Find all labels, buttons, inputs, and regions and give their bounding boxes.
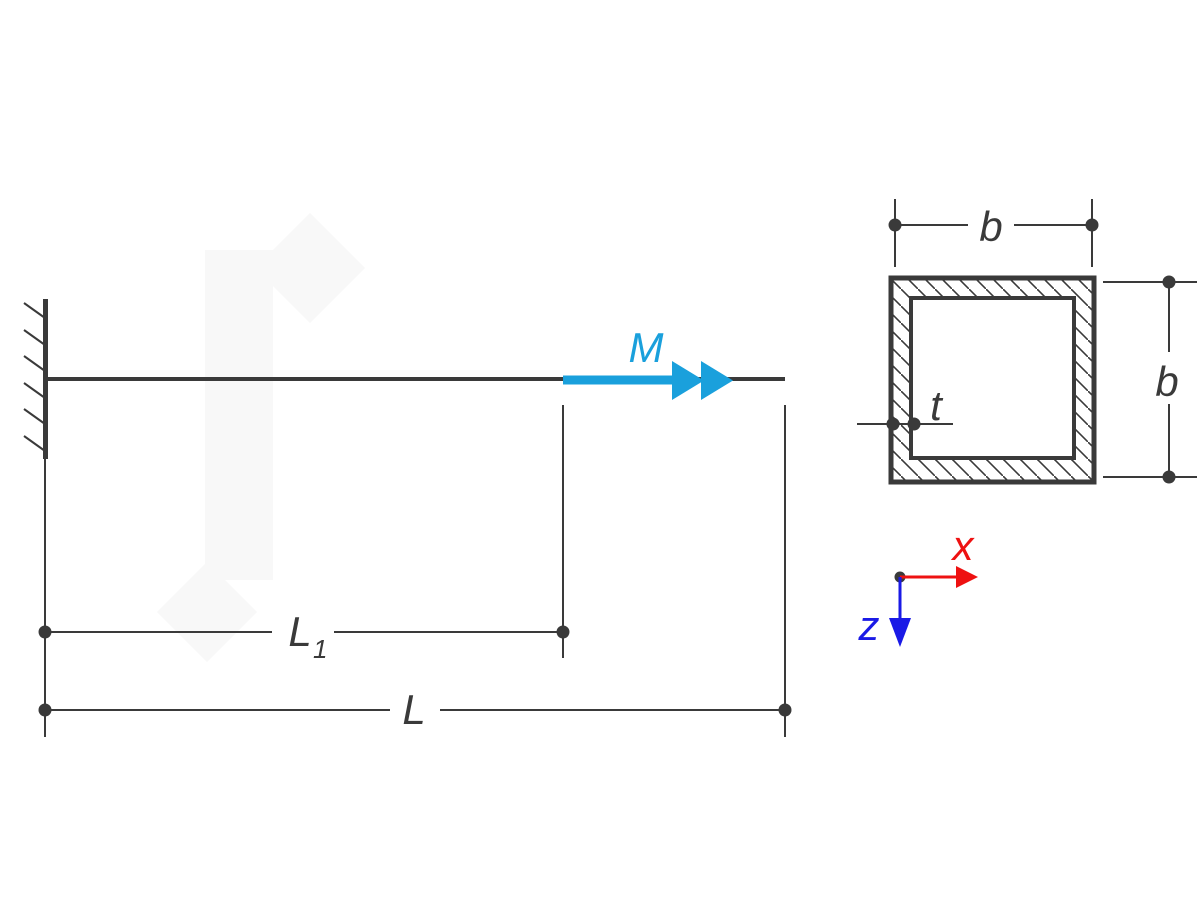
section-inner-square	[909, 296, 1076, 460]
x-axis-label: x	[951, 522, 976, 569]
dim-b-right-dot-top	[1162, 275, 1176, 289]
dimension-b-right: b	[1155, 275, 1179, 484]
support-hatching	[23, 302, 46, 452]
support-hatch-line	[23, 302, 46, 319]
dim-t-dot-inner	[907, 417, 921, 431]
dim-b-right-dot-bottom	[1162, 470, 1176, 484]
section-wall-hatch	[891, 278, 1094, 482]
support-hatch-line	[23, 329, 46, 346]
dim-b-top-dot-right	[1085, 218, 1099, 232]
x-axis-arrowhead-icon	[956, 566, 978, 588]
support-hatch-line	[23, 408, 46, 425]
dim-b-top-label: b	[979, 203, 1002, 250]
watermark-shapes	[157, 213, 365, 662]
z-axis-arrowhead-icon	[889, 618, 911, 647]
fixed-support	[23, 299, 48, 459]
dim-L1-label: L	[288, 608, 311, 655]
dimension-L1: L 1	[38, 608, 570, 664]
moment-arrow: M	[563, 324, 733, 400]
dim-L1-dot-left	[38, 625, 52, 639]
x-axis: x	[900, 522, 978, 588]
dim-b-top-dot-left	[888, 218, 902, 232]
support-hatch-line	[23, 382, 46, 399]
support-hatch-line	[23, 355, 46, 372]
support-hatch-line	[23, 435, 46, 452]
watermark-diamond	[157, 562, 257, 662]
watermark-diamond	[255, 213, 365, 323]
dim-L-label: L	[402, 686, 425, 733]
coordinate-system: x z	[858, 522, 978, 649]
moment-arrowhead-icon	[701, 361, 733, 400]
moment-label: M	[629, 324, 664, 371]
dim-t-label: t	[930, 382, 944, 429]
dim-t-dot-outer	[886, 417, 900, 431]
dimension-t: t	[857, 382, 953, 431]
dim-L1-dot-right	[556, 625, 570, 639]
dim-L-dot-left	[38, 703, 52, 717]
watermark-rect	[205, 250, 273, 580]
z-axis: z	[858, 577, 911, 649]
z-axis-label: z	[858, 602, 880, 649]
dim-b-right-label: b	[1155, 358, 1178, 405]
dimension-b-top: b	[888, 203, 1099, 250]
cross-section: b b t	[857, 199, 1197, 485]
extension-lines	[44, 405, 786, 737]
dimension-L: L	[38, 686, 792, 733]
moment-arrowhead-icon	[672, 361, 704, 400]
dim-L1-subscript: 1	[313, 634, 327, 664]
dim-L-dot-right	[778, 703, 792, 717]
section-outer-square	[888, 275, 1097, 485]
